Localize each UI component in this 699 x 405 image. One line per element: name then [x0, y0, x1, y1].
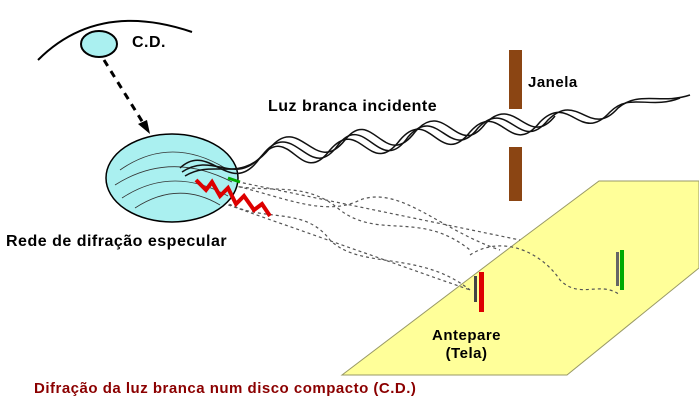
screen-spectrum-dark — [474, 276, 477, 302]
orbit-arc — [37, 19, 193, 61]
screen-label: Antepare (Tela) — [432, 327, 501, 363]
grating-label: Rede de difração especular — [6, 233, 228, 250]
screen-spectrum-dark-2 — [616, 252, 619, 286]
small-cd-disc — [80, 30, 118, 58]
screen-label-line2: (Tela) — [445, 345, 488, 362]
incident-light-label: Luz branca incidente — [268, 98, 438, 115]
screen-spectrum-green — [620, 250, 624, 290]
screen-spectrum-red — [479, 272, 484, 312]
incident-light-beam — [179, 94, 691, 177]
large-cd-disc — [105, 133, 239, 223]
disc-spectrum-red — [194, 178, 272, 218]
dashed-arrow — [102, 59, 147, 127]
window-frame-top — [509, 50, 522, 109]
antepare-screen — [340, 180, 699, 376]
screen-label-line1: Antepare — [432, 327, 502, 344]
arrow-head — [138, 120, 150, 134]
diffracted-beam — [189, 171, 621, 296]
window-frame-bottom — [509, 147, 522, 201]
janela-label: Janela — [528, 74, 578, 91]
disc-spectrum-green — [227, 176, 241, 184]
figure-caption: Difração da luz branca num disco compact… — [34, 380, 417, 397]
cd-label: C.D. — [132, 34, 166, 51]
